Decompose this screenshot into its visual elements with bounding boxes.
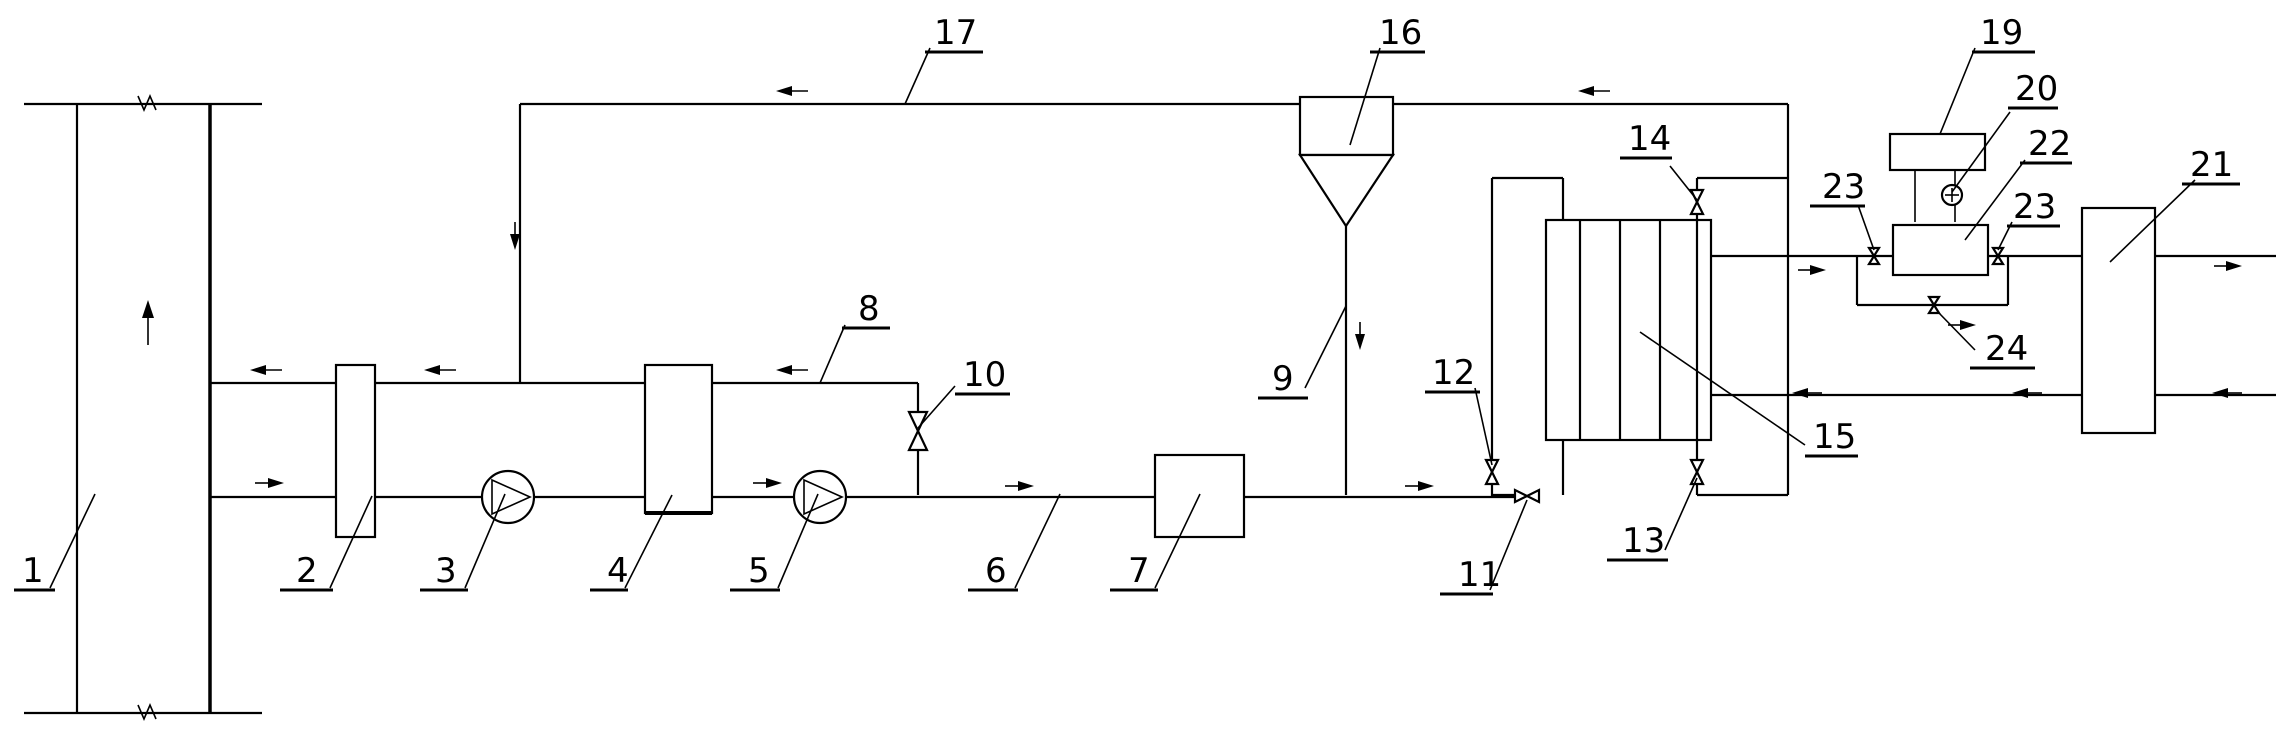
unit-22 [1891, 223, 1990, 277]
label-24: 24 [1985, 329, 2028, 369]
label-16: 16 [1379, 13, 1422, 53]
column-1 [24, 93, 262, 722]
label-3: 3 [435, 551, 457, 591]
label-23-left: 23 [1822, 167, 1865, 207]
label-23-right: 23 [2013, 187, 2056, 227]
part-labels: 1 2 3 4 5 6 7 8 9 10 11 12 13 14 15 16 1… [14, 13, 2240, 596]
label-20: 20 [2015, 69, 2058, 109]
valve-13 [1689, 458, 1705, 486]
label-12: 12 [1432, 353, 1475, 393]
label-5: 5 [748, 551, 770, 591]
label-8: 8 [858, 289, 880, 329]
pump-3 [480, 469, 536, 525]
label-1: 1 [22, 551, 44, 591]
label-13: 13 [1622, 521, 1665, 561]
valve-10 [907, 410, 929, 452]
valve-24 [1927, 295, 1941, 315]
heat-exchanger-4 [643, 363, 714, 515]
label-11: 11 [1458, 555, 1501, 595]
unit-19 [1888, 132, 1987, 172]
label-6: 6 [985, 551, 1007, 591]
unit-21 [2080, 206, 2157, 435]
label-14: 14 [1628, 119, 1671, 159]
label-10: 10 [963, 355, 1006, 395]
valve-11 [1513, 488, 1541, 504]
label-7: 7 [1128, 551, 1150, 591]
separator-16 [1297, 95, 1396, 229]
label-17: 17 [934, 13, 977, 53]
heat-exchanger-2 [334, 363, 377, 539]
leader-lines [49, 47, 2196, 591]
label-2: 2 [296, 551, 318, 591]
stack-15 [1544, 218, 1713, 442]
label-22: 22 [2028, 124, 2071, 164]
valve-23-right [1991, 246, 2005, 266]
flow-arrows [250, 86, 2242, 491]
label-15: 15 [1813, 417, 1856, 457]
label-19: 19 [1980, 13, 2023, 53]
valve-12 [1484, 458, 1500, 486]
gauge-20 [1940, 183, 1964, 207]
label-21: 21 [2190, 145, 2233, 185]
valve-23-left [1867, 246, 1881, 266]
pump-5 [792, 469, 848, 525]
label-4: 4 [607, 551, 629, 591]
label-9: 9 [1272, 359, 1294, 399]
